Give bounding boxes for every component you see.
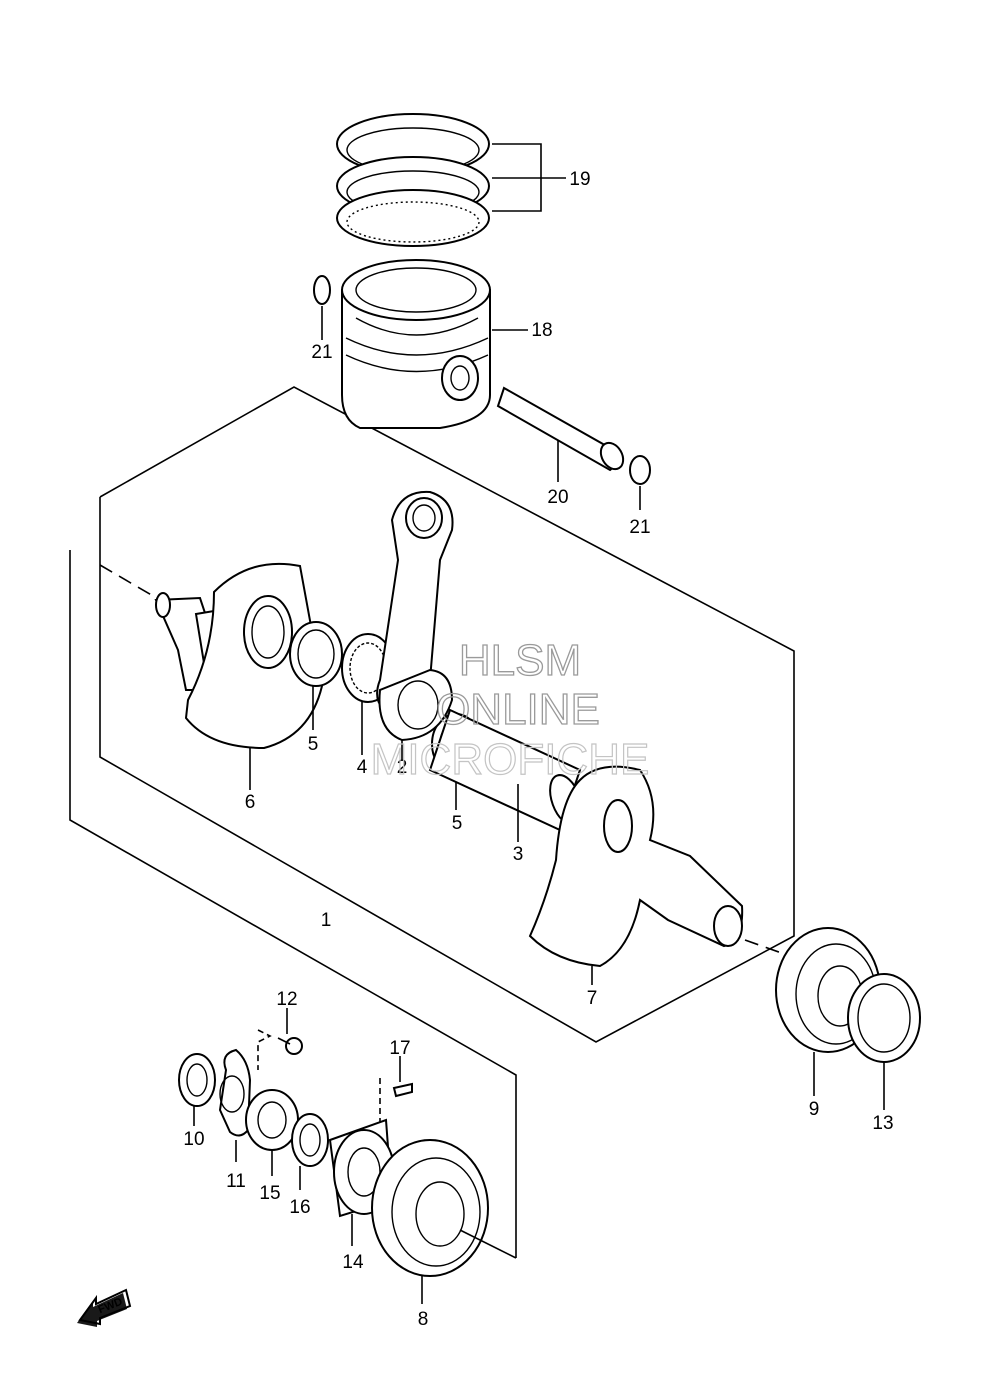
- callout-7: 7: [587, 988, 598, 1009]
- thrust-washer-left: [289, 621, 343, 730]
- callout-1: 1: [321, 910, 332, 931]
- callout-14: 14: [342, 1252, 364, 1273]
- circlip-left: [313, 275, 331, 340]
- nut-right: [847, 973, 921, 1110]
- bearing-left: [371, 1139, 517, 1304]
- callout-2: 2: [397, 757, 408, 778]
- callout-6: 6: [245, 792, 256, 813]
- callout-labels: 19 18 21 20 21 5 4 2 5 3 6 1 7 12 17 10 …: [183, 169, 893, 1330]
- washer: [291, 1113, 329, 1190]
- callout-11: 11: [226, 1171, 246, 1192]
- watermark-line-1: HLSM: [459, 636, 581, 685]
- watermark-line-2: ONLINE: [436, 685, 600, 734]
- piston-rings: [336, 113, 566, 247]
- right-crankshaft: [528, 765, 791, 985]
- callout-12: 12: [276, 989, 297, 1010]
- callout-8: 8: [418, 1309, 429, 1330]
- callout-21-right: 21: [629, 517, 650, 538]
- callout-21-left: 21: [311, 342, 332, 363]
- connecting-rod: [376, 490, 454, 760]
- spacer: [245, 1089, 299, 1176]
- key: [379, 1056, 413, 1130]
- callout-13: 13: [872, 1113, 893, 1134]
- piston-pin: [496, 386, 625, 482]
- callout-17: 17: [389, 1038, 410, 1059]
- callout-18: 18: [531, 320, 552, 341]
- assembly-1-outline: [69, 386, 795, 1258]
- callout-9: 9: [809, 1099, 820, 1120]
- oil-seal: [178, 1053, 216, 1126]
- callout-5-left: 5: [308, 734, 319, 755]
- callout-10: 10: [183, 1129, 204, 1150]
- screw: [257, 1008, 303, 1070]
- piston: [341, 259, 528, 429]
- callout-16: 16: [289, 1197, 310, 1218]
- circlip-right: [629, 455, 651, 510]
- callout-4: 4: [357, 757, 368, 778]
- watermark: HLSM ONLINE MICROFICHE: [370, 635, 650, 784]
- callout-20: 20: [547, 487, 568, 508]
- watermark-line-3: MICROFICHE: [371, 735, 650, 784]
- callout-3: 3: [513, 844, 524, 865]
- callout-19: 19: [569, 169, 590, 190]
- left-crankshaft: [99, 562, 324, 790]
- callout-5-right: 5: [452, 813, 463, 834]
- callout-15: 15: [259, 1183, 280, 1204]
- fwd-arrow: FWD: [77, 1288, 132, 1327]
- retainer: [218, 1048, 252, 1162]
